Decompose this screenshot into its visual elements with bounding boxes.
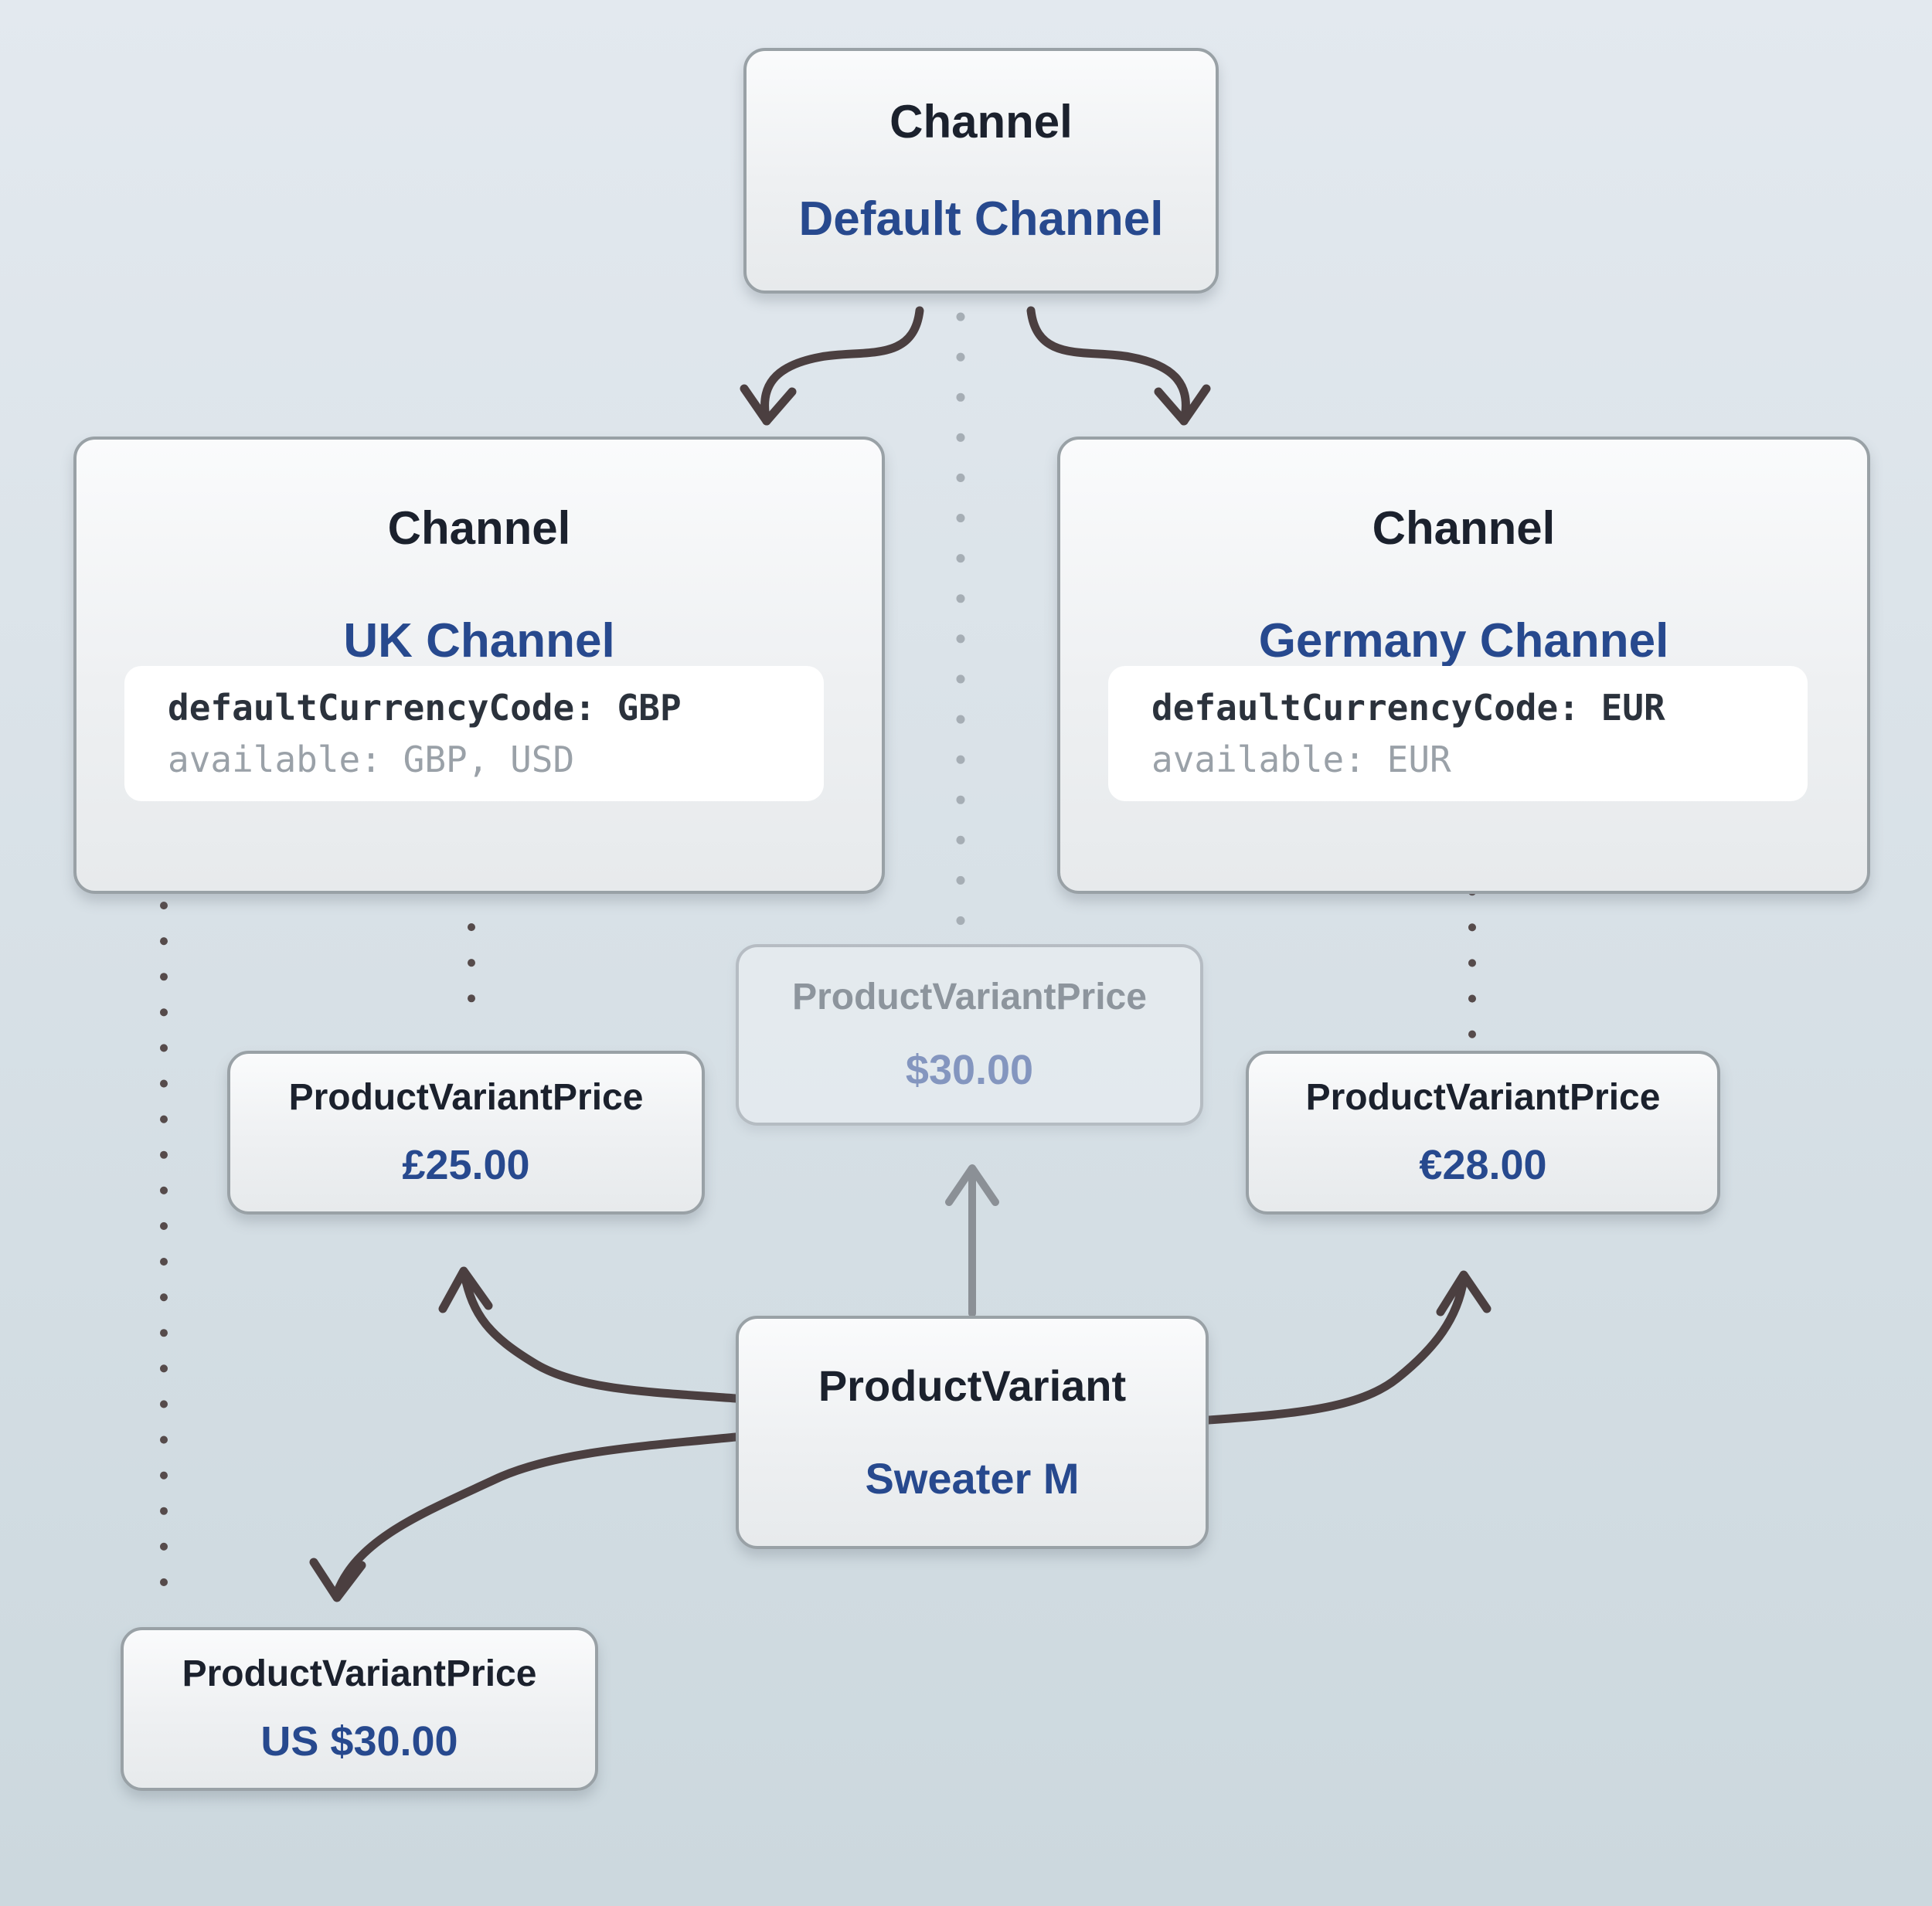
- node-germany-channel: Channel Germany Channel defaultCurrencyC…: [1057, 437, 1870, 894]
- node-germany-price: ProductVariantPrice €28.00: [1246, 1051, 1720, 1215]
- node-type-label: ProductVariant: [818, 1361, 1127, 1411]
- arrow-product-variant-to-usd-price: [309, 1432, 740, 1602]
- node-type-label: ProductVariantPrice: [1305, 1076, 1661, 1118]
- node-type-label: ProductVariantPrice: [792, 976, 1147, 1018]
- node-uk-price: ProductVariantPrice £25.00: [227, 1051, 705, 1215]
- germany-channel-currency-config: defaultCurrencyCode: EUR available: EUR: [1108, 666, 1808, 801]
- node-entity-name: Germany Channel: [1258, 614, 1669, 668]
- node-entity-name: Default Channel: [798, 192, 1164, 246]
- node-default-channel: Channel Default Channel: [743, 48, 1219, 294]
- price-value: €28.00: [1419, 1142, 1547, 1188]
- arrow-product-variant-to-uk-price: [438, 1266, 740, 1403]
- price-value: US $30.00: [260, 1718, 458, 1765]
- arrow-product-variant-to-default-price: [945, 1164, 999, 1317]
- arrow-default-channel-to-uk-channel: [740, 306, 924, 426]
- node-default-price: ProductVariantPrice $30.00: [736, 944, 1203, 1126]
- node-entity-name: Sweater M: [865, 1453, 1080, 1503]
- node-usd-price: ProductVariantPrice US $30.00: [121, 1627, 598, 1791]
- node-type-label: ProductVariantPrice: [288, 1076, 644, 1118]
- node-type-label: Channel: [889, 95, 1073, 148]
- node-entity-name: UK Channel: [343, 614, 615, 668]
- node-type-label: Channel: [387, 502, 571, 554]
- arrow-product-variant-to-germany-price: [1204, 1270, 1492, 1425]
- price-value: £25.00: [402, 1142, 530, 1188]
- available-currencies-line: available: GBP, USD: [168, 738, 575, 780]
- available-currencies-line: available: EUR: [1151, 738, 1451, 780]
- default-currency-code-line: defaultCurrencyCode: GBP: [168, 686, 682, 729]
- node-uk-channel: Channel UK Channel defaultCurrencyCode: …: [73, 437, 885, 894]
- uk-channel-currency-config: defaultCurrencyCode: GBP available: GBP,…: [124, 666, 824, 801]
- node-product-variant: ProductVariant Sweater M: [736, 1316, 1209, 1549]
- default-currency-code-line: defaultCurrencyCode: EUR: [1151, 686, 1665, 729]
- price-value: $30.00: [905, 1047, 1034, 1094]
- node-type-label: Channel: [1372, 502, 1556, 554]
- arrow-default-channel-to-germany-channel: [1026, 306, 1211, 426]
- node-type-label: ProductVariantPrice: [182, 1653, 537, 1694]
